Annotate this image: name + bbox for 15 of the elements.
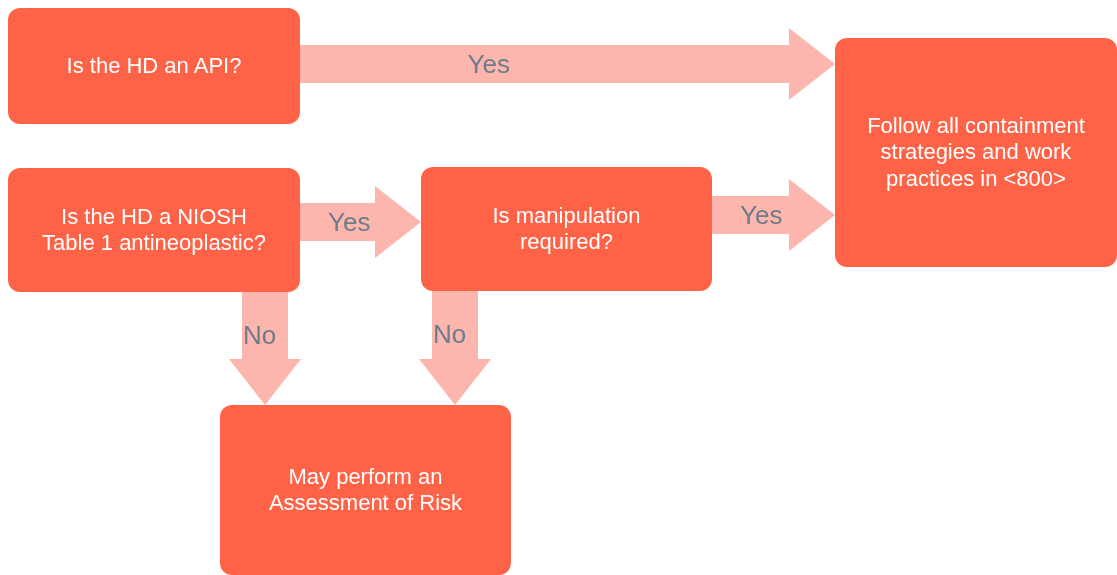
block-arrow [300, 186, 421, 258]
edge-label: No [243, 322, 277, 348]
process-box: Follow all containment strategies and work practices in <800> [835, 38, 1117, 267]
block-arrow [712, 179, 835, 251]
block-arrow [300, 28, 835, 100]
edge-label: Yes [467, 51, 510, 77]
process-box: May perform an Assessment of Risk [220, 405, 511, 575]
block-arrow [229, 292, 301, 405]
process-box: Is the HD a NIOSH Table 1 antineoplastic? [8, 168, 300, 292]
process-box: Is the HD an API? [8, 8, 300, 124]
edge-label: Yes [328, 209, 371, 235]
block-arrow [419, 291, 491, 405]
process-box: Is manipulation required? [421, 167, 712, 291]
edge-label: Yes [740, 202, 783, 228]
edge-label: No [433, 321, 467, 347]
